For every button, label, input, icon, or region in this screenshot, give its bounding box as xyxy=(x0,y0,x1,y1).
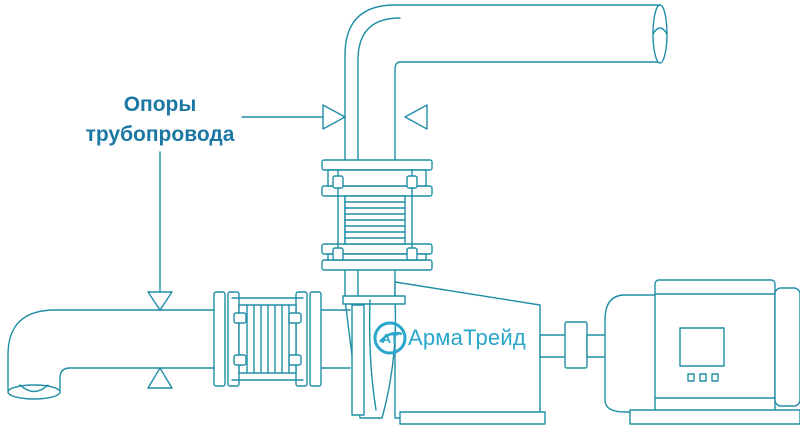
vertical-expansion-joint xyxy=(321,159,433,271)
logo-letters: АТ xyxy=(382,331,399,346)
brand-logo: АТ АрмаТрейд xyxy=(372,320,526,356)
pipe-support-leaders xyxy=(159,116,323,293)
pipe-supports-label: Опоры трубопровода xyxy=(60,90,260,150)
pipe-supports-label-line2: трубопровода xyxy=(85,123,235,146)
pipe-supports-label-line1: Опоры xyxy=(123,93,197,116)
pipe-support-upper-right xyxy=(404,104,428,130)
pipe-support-lower-top xyxy=(147,291,173,311)
pipe-support-upper-left xyxy=(322,104,346,130)
pipe-support-lower-bottom xyxy=(147,367,173,389)
shaft-coupling xyxy=(539,321,608,369)
horizontal-expansion-joint xyxy=(213,291,322,387)
armatrade-logo-icon: АТ xyxy=(373,321,407,355)
brand-name: АрмаТрейд xyxy=(408,325,526,350)
electric-motor xyxy=(604,279,800,425)
pump-housing xyxy=(342,281,546,425)
suction-pipe xyxy=(7,309,351,400)
